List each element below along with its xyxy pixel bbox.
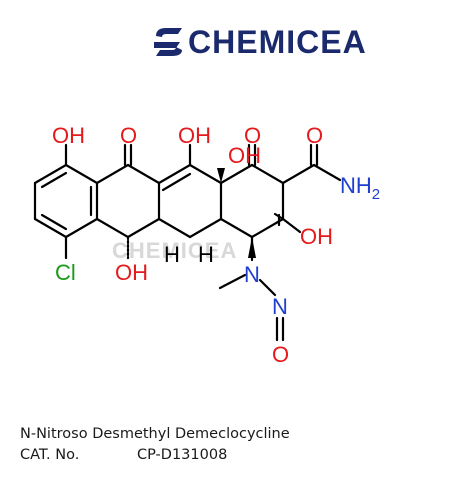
label-oh-top-mid: OH [178, 123, 211, 148]
watermark-text: CHEMICEA [112, 238, 238, 263]
cat-label: CAT. No. [20, 447, 80, 463]
wedge-bond [217, 168, 225, 183]
label-oh-top-right: OH [228, 143, 261, 168]
label-o-top-1: O [120, 123, 137, 148]
chemicea-swirl-icon [154, 28, 182, 56]
brand-name: CHEMICEA [188, 24, 367, 60]
label-h-right: H [198, 242, 214, 267]
label-n-nitroso: N [272, 294, 288, 319]
label-o-top-2: O [244, 123, 261, 148]
chemicea-logo [154, 28, 182, 56]
label-o-amide: O [306, 123, 323, 148]
label-oh-right: OH [300, 224, 333, 249]
bonds [33, 143, 342, 342]
label-oh-top-left: OH [52, 123, 85, 148]
cat-value: CP-D131008 [137, 447, 228, 463]
chemical-structure: OH O OH OH O O NH2 OH Cl OH H H N N O [33, 123, 380, 367]
wedge-bond-n [248, 237, 256, 258]
label-nh2: NH2 [340, 173, 380, 203]
label-cl: Cl [55, 260, 76, 285]
atom-labels: OH O OH OH O O NH2 OH Cl OH H H N N O [52, 123, 380, 367]
label-oh-bottom: OH [115, 260, 148, 285]
product-name: N-Nitroso Desmethyl Demeclocycline [20, 426, 290, 442]
label-o-nitroso: O [272, 342, 289, 367]
label-h-left: H [164, 242, 180, 267]
label-n-amine: N [244, 262, 260, 287]
